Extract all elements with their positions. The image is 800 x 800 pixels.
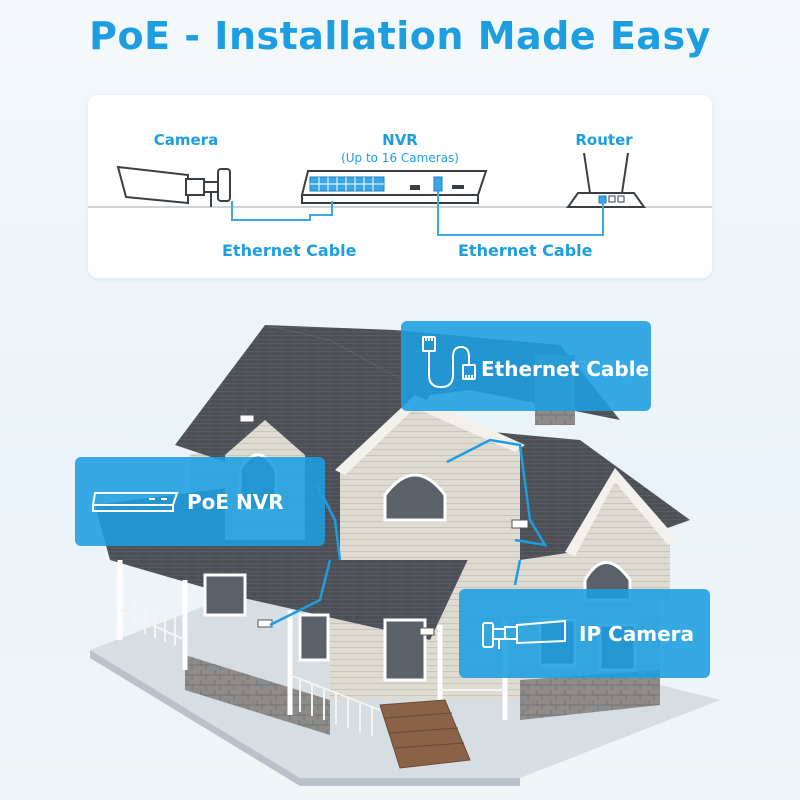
camera-label: Camera (153, 131, 219, 149)
callout-ethernet-cable: Ethernet Cable (401, 321, 651, 411)
callout-poe-nvr-label: PoE NVR (187, 490, 284, 514)
front-steps (379, 699, 471, 769)
callout-ip-camera: IP Camera (459, 589, 710, 678)
router-label: Router (575, 131, 633, 149)
house-camera-icons (239, 414, 529, 636)
cable-right (437, 191, 604, 236)
callout-ip-camera-label: IP Camera (579, 622, 694, 646)
nvr-icon (300, 170, 488, 204)
camera-icon (116, 165, 231, 207)
porch-railing (119, 595, 505, 736)
diagram-graphics (88, 152, 712, 236)
page-title: PoE - Installation Made Easy (89, 14, 711, 58)
nvr-sublabel: (Up to 16 Cameras) (341, 151, 459, 165)
cable-left (231, 201, 333, 221)
callout-poe-nvr: PoE NVR (75, 457, 325, 546)
stone-foundation (185, 655, 330, 735)
router-icon (566, 152, 646, 208)
nvr-device-icon (91, 492, 179, 512)
callout-ethernet-cable-label: Ethernet Cable (481, 357, 650, 381)
cable-left-label: Ethernet Cable (222, 241, 357, 260)
ip-camera-icon (482, 619, 566, 649)
nvr-label: NVR (382, 131, 418, 149)
connection-diagram: Camera NVR (Up to 16 Cameras) Router Eth… (88, 95, 712, 278)
cable-right-label: Ethernet Cable (458, 241, 593, 260)
ethernet-cable-icon (422, 336, 476, 389)
